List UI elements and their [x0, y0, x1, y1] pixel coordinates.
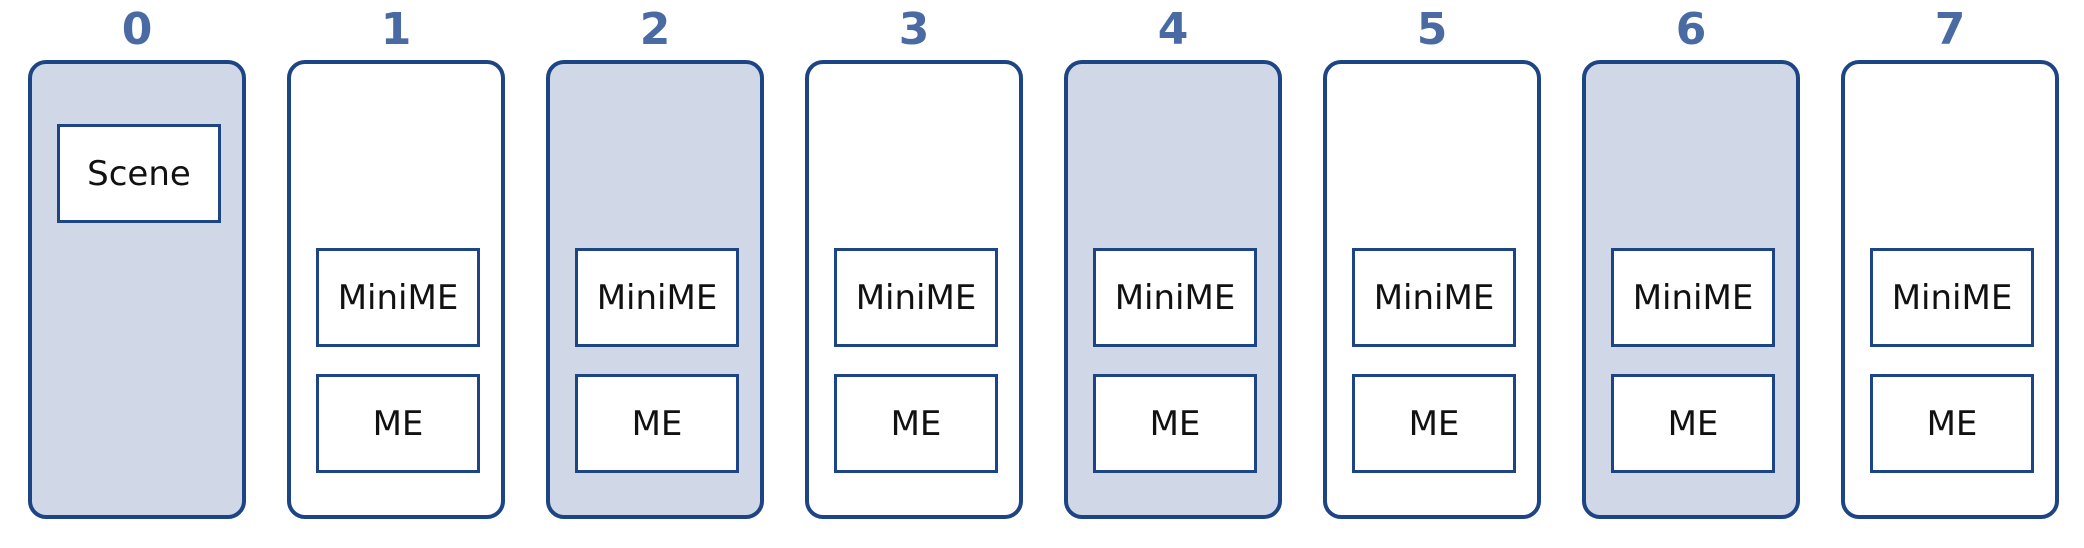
me-box: ME: [1352, 374, 1516, 473]
panel: MiniME ME: [287, 60, 505, 519]
me-box: ME: [834, 374, 998, 473]
minime-box: MiniME: [1093, 248, 1257, 347]
column-2: 2 MiniME ME: [546, 0, 764, 530]
column-1: 1 MiniME ME: [287, 0, 505, 530]
me-box: ME: [1093, 374, 1257, 473]
me-box: ME: [316, 374, 480, 473]
column-index: 1: [380, 4, 412, 55]
panel: MiniME ME: [1323, 60, 1541, 519]
column-index: 5: [1416, 4, 1448, 55]
panel: MiniME ME: [546, 60, 764, 519]
column-4: 4 MiniME ME: [1064, 0, 1282, 530]
panel: MiniME ME: [1064, 60, 1282, 519]
me-box: ME: [575, 374, 739, 473]
me-box: ME: [1611, 374, 1775, 473]
panel: Scene: [28, 60, 246, 519]
column-0: 0 Scene: [28, 0, 246, 530]
column-index: 4: [1157, 4, 1189, 55]
column-index: 0: [121, 4, 153, 55]
column-index: 2: [639, 4, 671, 55]
panel: MiniME ME: [1582, 60, 1800, 519]
panel: MiniME ME: [805, 60, 1023, 519]
scene-box: Scene: [57, 124, 221, 223]
minime-box: MiniME: [575, 248, 739, 347]
column-index: 7: [1934, 4, 1966, 55]
column-3: 3 MiniME ME: [805, 0, 1023, 530]
minime-box: MiniME: [1352, 248, 1516, 347]
minime-box: MiniME: [1611, 248, 1775, 347]
minime-box: MiniME: [834, 248, 998, 347]
column-index: 6: [1675, 4, 1707, 55]
panel: MiniME ME: [1841, 60, 2059, 519]
minime-box: MiniME: [1870, 248, 2034, 347]
me-box: ME: [1870, 374, 2034, 473]
column-index: 3: [898, 4, 930, 55]
column-7: 7 MiniME ME: [1841, 0, 2059, 530]
column-5: 5 MiniME ME: [1323, 0, 1541, 530]
minime-box: MiniME: [316, 248, 480, 347]
column-6: 6 MiniME ME: [1582, 0, 1800, 530]
